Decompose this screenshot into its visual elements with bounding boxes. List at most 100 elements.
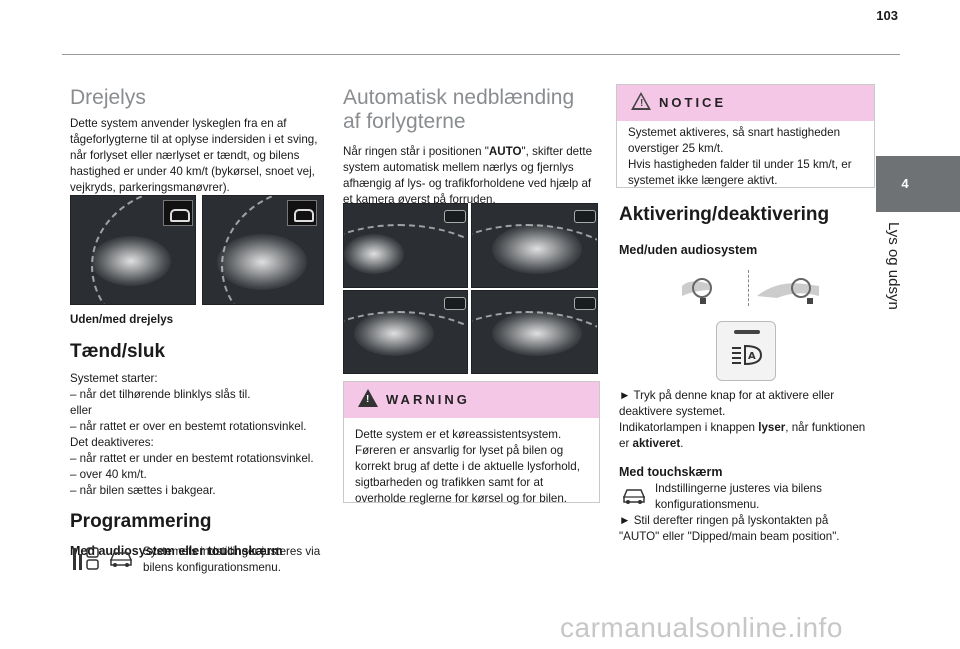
column-activation: Aktivering/deaktivering Med/uden audiosy… — [619, 204, 879, 258]
section-heading: Drejelys — [70, 86, 146, 109]
subheading-programming: Programmering — [70, 511, 212, 532]
text-line: systemet ikke længere aktivt. — [628, 174, 778, 187]
text-line: hastighed er under 40 km/t (bykørsel, sn… — [70, 165, 315, 178]
watermark: carmanualsonline.info — [560, 612, 843, 643]
warning-header: ! WARNING — [344, 382, 599, 418]
text-line: sigtbarheden og trafikken samt for at — [355, 476, 544, 489]
section-heading-line1: Automatisk nedblænding — [343, 86, 575, 109]
steering-wheel-icon — [682, 278, 712, 304]
warning-body: Dette system er et køreassistentsystem. … — [344, 418, 599, 517]
car-settings-icon — [623, 489, 645, 504]
notice-title: NOTICE — [659, 95, 727, 110]
final-instruction: ► Stil derefter ringen på lyskontakten p… — [619, 513, 879, 545]
subheading-audio-touch: Med audiosystem eller touchskærm — [70, 544, 283, 558]
text-run: , når funktionen — [785, 421, 866, 434]
notice-header: ! NOTICE — [617, 85, 874, 121]
text-line: et kamera øverst på forruden. — [343, 193, 496, 206]
text-line: Føreren er ansvarlig for lyset på bilen … — [355, 444, 564, 457]
text-line: Dette system er et køreassistentsystem. — [355, 428, 562, 441]
header-rule — [62, 54, 900, 55]
road-marking — [344, 224, 467, 287]
text-line: "AUTO" eller "Dipped/main beam position"… — [619, 530, 840, 543]
beam-indicator-icon — [444, 210, 466, 223]
photo-with-cornering-light — [202, 195, 324, 305]
beam-indicator-icon — [574, 297, 596, 310]
chapter-title: Lys og udsyn — [884, 222, 904, 332]
text-run: Indikatorlampen i knappen — [619, 421, 759, 434]
text-line: Hvis hastigheden falder til under 15 km/… — [628, 158, 852, 171]
text-line: deaktivere systemet. — [619, 405, 726, 418]
text-line: vejkryds, parkeringsmanøvrer). — [70, 181, 230, 194]
audio-settings-icon — [73, 547, 99, 570]
notice-triangle-icon: ! — [631, 92, 651, 110]
text-line: Det deaktiveres: — [70, 436, 154, 449]
text-line: Når ringen står i positionen "AUTO", ski… — [343, 144, 603, 160]
chapter-tab — [876, 156, 960, 212]
warning-triangle-icon: ! — [358, 389, 378, 407]
text-line: – når bilen sættes i bakgear. — [70, 484, 216, 497]
car-front-icon — [287, 200, 317, 226]
config-text: Systemets indstillinger justeres via bil… — [143, 544, 333, 576]
notice-body: Systemet aktiveres, så snart hastigheden… — [617, 121, 874, 199]
section-heading: Aktivering/deaktivering — [619, 204, 830, 225]
text-line: afhængig af lys- og trafikforholdene ved… — [343, 177, 592, 190]
indicator-lamp — [734, 330, 760, 334]
column-cornering-lights-2: Uden/med drejelys Tænd/sluk Systemet sta… — [70, 312, 330, 559]
car-settings-icon — [110, 552, 132, 567]
light-beam — [217, 234, 307, 290]
page-number: 103 — [876, 8, 898, 23]
text-line: bilens konfigurationsmenu. — [143, 561, 281, 574]
light-beam — [344, 234, 404, 274]
text-line: konfigurationsmenu. — [655, 498, 760, 511]
touch-config-text: Indstillingerne justeres via bilens konf… — [655, 481, 875, 513]
column-auto-dipping: Automatisk nedblænding af forlygterne Nå… — [343, 86, 603, 208]
press-instructions: ► Tryk på denne knap for at aktivere ell… — [619, 388, 879, 480]
subheading-audio: Med/uden audiosystem — [619, 243, 758, 257]
photo-auto-beam-2 — [471, 203, 598, 288]
subheading-on-off: Tænd/sluk — [70, 341, 166, 362]
text-run: er — [619, 437, 633, 450]
bold-run: aktiveret — [632, 437, 681, 450]
text-line: er aktiveret. — [619, 436, 879, 452]
road-marking — [91, 196, 195, 304]
bold-run: lyser — [758, 421, 786, 434]
text-line: Dette system anvender lyskeglen fra en a… — [70, 117, 287, 130]
text-line: overholde reglerne for kørsel og for bil… — [355, 492, 568, 505]
divider — [748, 270, 749, 306]
svg-text:A: A — [748, 351, 756, 362]
text-run: Når ringen står i positionen " — [343, 145, 489, 158]
light-beam — [354, 311, 434, 356]
text-line: Indikatorlampen i knappen lyser, når fun… — [619, 420, 879, 436]
text-line: ► Tryk på denne knap for at aktivere ell… — [619, 389, 835, 402]
warning-box: ! WARNING Dette system er et køreassiste… — [343, 381, 600, 505]
column-cornering-lights: Drejelys Dette system anvender lyskeglen… — [70, 86, 330, 196]
steering-wheel-icon-2 — [757, 278, 819, 304]
text-line: system automatisk mellem nærlys og fjern… — [343, 161, 574, 174]
text-line: Indstillingerne justeres via bilens — [655, 482, 822, 495]
image-caption: Uden/med drejelys — [70, 313, 174, 326]
text-line: ► Stil derefter ringen på lyskontakten p… — [619, 514, 829, 527]
intro-paragraph: Dette system anvender lyskeglen fra en a… — [70, 116, 330, 196]
auto-beam-button: A — [716, 321, 776, 381]
text-run: . — [680, 437, 684, 450]
on-off-list: Systemet starter: – når det tilhørende b… — [70, 371, 330, 499]
text-line: overstiger 25 km/t. — [628, 142, 724, 155]
text-line: Systemet aktiveres, så snart hastigheden — [628, 126, 841, 139]
text-line: tågeforlygterne til at oplyse indersiden… — [70, 133, 318, 146]
photo-without-cornering-light — [70, 195, 196, 305]
auto-high-beam-icon: A — [732, 344, 763, 366]
light-beam — [492, 224, 582, 274]
text-line: eller — [70, 404, 92, 417]
chapter-title-text: Lys og udsyn — [885, 222, 902, 310]
section-heading-line2: af forlygterne — [343, 110, 466, 133]
text-line: – over 40 km/t. — [70, 468, 147, 481]
text-line: – når det tilhørende blinklys slås til. — [70, 388, 251, 401]
text-line: når forlyset eller nærlyset er tændt, og… — [70, 149, 300, 162]
text-line: – når rattet er over en bestemt rotation… — [70, 420, 307, 433]
photo-auto-beam-4 — [471, 290, 598, 374]
text-line: Systemet starter: — [70, 372, 158, 385]
car-front-icon — [163, 200, 193, 226]
light-beam — [91, 236, 171, 286]
text-run: ", skifter dette — [521, 145, 593, 158]
text-line: – når rattet er under en bestemt rotatio… — [70, 452, 314, 465]
